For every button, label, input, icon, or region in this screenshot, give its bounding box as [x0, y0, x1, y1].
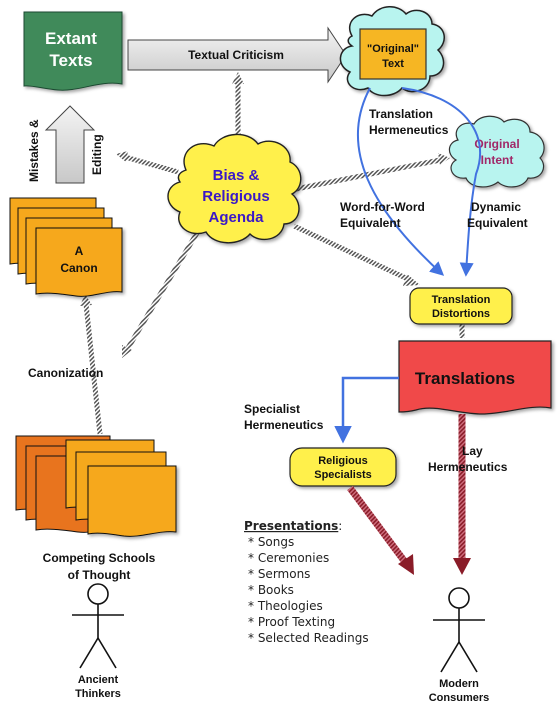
original-text-node: "Original" Text — [339, 6, 445, 97]
bias-to-extant-arrowhead — [116, 151, 128, 162]
textual-criticism-label: Textual Criticism — [188, 48, 284, 62]
translations-node: Translations — [398, 340, 552, 415]
translation-hermeneutics-line1: Translation — [369, 107, 433, 121]
presentation-item-0: * Songs — [248, 535, 294, 549]
translation-distortions-node: Translation Distortions — [409, 287, 513, 325]
canon-node: A Canon — [9, 197, 123, 297]
canon-line2: Canon — [60, 261, 97, 275]
word-for-word-line2: Equivalent — [340, 216, 401, 230]
competing-schools-node — [15, 435, 177, 537]
modern-consumers-line1: Modern — [439, 678, 479, 690]
bias-to-textual-criticism-arrowhead — [232, 72, 244, 84]
original-intent-line2: Intent — [481, 153, 514, 167]
presentation-item-4: * Theologies — [248, 599, 323, 613]
religious-specialists-node: Religious Specialists — [289, 447, 397, 487]
competing-schools-line2: of Thought — [68, 568, 131, 582]
word-for-word-line1: Word-for-Word — [340, 200, 425, 214]
bias-to-distortions-arrowhead — [403, 274, 420, 286]
bias-line1: Bias & — [213, 167, 260, 184]
mistakes-editing-arrow: Mistakes & Editing — [27, 105, 104, 184]
original-text-line2: Text — [382, 58, 404, 70]
specialists-line1: Religious — [318, 455, 368, 467]
distortions-line2: Distortions — [432, 308, 490, 320]
bias-to-distortions-arrow — [292, 223, 412, 283]
bias-to-extant-arrow — [124, 154, 179, 175]
bias-agenda-node: Bias & Religious Agenda — [167, 133, 302, 244]
textual-criticism-arrow: Textual Criticism — [127, 26, 347, 84]
presentations-list: Presentations: * Songs * Ceremonies * Se… — [244, 519, 369, 645]
schools-to-canon-arrowhead — [80, 294, 92, 306]
specialists-line2: Specialists — [314, 469, 371, 481]
specialist-hermeneutics-line1: Specialist — [244, 402, 300, 416]
lay-hermeneutics-arrow — [453, 414, 471, 575]
presentations-heading-colon: : — [338, 519, 342, 533]
dynamic-equivalent-arrow — [401, 87, 482, 277]
translation-hermeneutics-line2: Hermeneutics — [369, 123, 449, 137]
bias-agenda-cloud — [167, 133, 302, 244]
bias-line2: Religious — [202, 188, 270, 205]
original-text-line1: "Original" — [367, 43, 419, 55]
modern-consumers-figure — [433, 587, 485, 673]
presentation-item-3: * Books — [248, 583, 294, 597]
original-intent-cloud — [448, 115, 545, 188]
ancient-thinkers-line2: Thinkers — [75, 688, 121, 700]
lay-hermeneutics-line1: Lay — [462, 444, 483, 458]
presentation-item-2: * Sermons — [248, 567, 310, 581]
ancient-thinkers-figure — [72, 583, 124, 669]
word-for-word-arrow — [356, 87, 445, 276]
original-intent-line1: Original — [474, 137, 519, 151]
bias-line3: Agenda — [208, 209, 264, 226]
extant-texts-line1: Extant — [45, 29, 97, 48]
presentations-heading: Presentations: — [244, 519, 342, 533]
extant-texts-node — [23, 11, 123, 91]
competing-schools-line1: Competing Schools — [43, 551, 156, 565]
editing-label: Editing — [90, 134, 104, 175]
canonization-label: Canonization — [28, 366, 103, 380]
bias-to-intent-arrow — [295, 157, 441, 192]
extant-texts-line2: Texts — [49, 51, 92, 70]
original-intent-node: Original Intent — [448, 115, 545, 188]
distortions-line1: Translation — [432, 294, 491, 306]
mistakes-label: Mistakes & — [27, 119, 41, 182]
presentation-item-6: * Selected Readings — [248, 631, 369, 645]
bias-to-canonization-arrowhead — [122, 345, 132, 358]
presentations-heading-text: Presentations — [244, 519, 338, 533]
specialists-to-consumers-arrow — [347, 485, 414, 575]
lay-hermeneutics-line2: Hermeneutics — [428, 460, 508, 474]
canon-line1: A — [75, 244, 84, 258]
hatched-connectors — [80, 72, 465, 435]
bias-to-intent-arrowhead — [438, 153, 450, 165]
modern-consumers-line2: Consumers — [429, 692, 490, 704]
presentation-item-5: * Proof Texting — [248, 615, 335, 629]
original-text-box — [359, 28, 427, 80]
specialist-hermeneutics-arrow — [334, 376, 399, 444]
translations-title: Translations — [415, 369, 515, 388]
dynamic-line2: Equivalent — [467, 216, 528, 230]
specialist-hermeneutics-line2: Hermeneutics — [244, 418, 324, 432]
bias-to-canonization-arrow — [125, 226, 203, 350]
dynamic-line1: Dynamic — [471, 200, 521, 214]
ancient-thinkers-line1: Ancient — [78, 674, 119, 686]
presentation-item-1: * Ceremonies — [248, 551, 329, 565]
schools-to-canon-arrow — [83, 303, 103, 435]
